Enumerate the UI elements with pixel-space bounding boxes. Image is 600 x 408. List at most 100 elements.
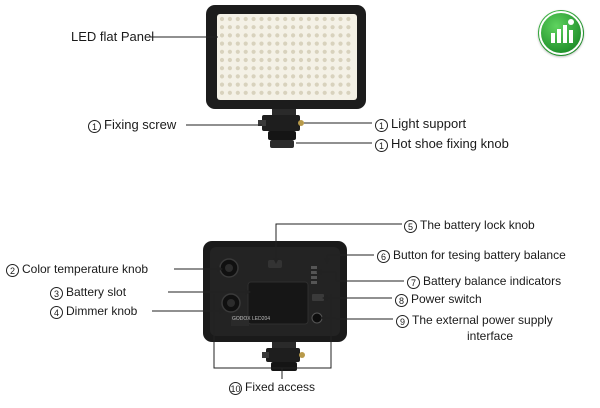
led-dot <box>291 82 296 87</box>
led-dot <box>243 41 248 46</box>
led-panel-front <box>206 5 366 109</box>
led-dot <box>235 74 240 79</box>
label-text: Fixed access <box>245 380 316 394</box>
label-text: Button for tesing battery balance <box>393 248 566 262</box>
led-dot <box>251 33 256 38</box>
led-dot <box>330 41 335 46</box>
led-dot <box>346 49 351 54</box>
led-panel-back <box>203 241 347 342</box>
led-dot <box>314 49 319 54</box>
callout-number: 3 <box>50 287 63 300</box>
led-dot <box>227 82 232 87</box>
led-dot <box>251 25 256 30</box>
led-dot <box>330 49 335 54</box>
led-dot <box>338 33 343 38</box>
led-dot <box>322 25 327 30</box>
led-dot <box>243 90 248 95</box>
label-text: Dimmer knob <box>66 304 138 318</box>
led-dot <box>259 66 264 71</box>
led-dot <box>298 16 304 22</box>
led-dot <box>227 49 232 54</box>
led-dot <box>259 82 264 87</box>
led-dot <box>322 90 327 95</box>
led-dot <box>259 16 264 22</box>
callout-number: 2 <box>6 264 19 277</box>
led-dot <box>338 82 343 87</box>
led-dot <box>298 33 304 38</box>
led-dot <box>219 33 225 38</box>
led-dot <box>291 33 296 38</box>
led-dot <box>243 82 248 87</box>
led-dot <box>219 82 225 87</box>
led-dot <box>227 41 232 46</box>
led-dot <box>346 41 351 46</box>
led-dot <box>267 16 272 22</box>
led-dot <box>314 25 319 30</box>
callout-number: 4 <box>50 306 63 319</box>
led-dot <box>346 82 351 87</box>
led-dot <box>306 33 311 38</box>
led-dot <box>346 25 351 30</box>
led-dot <box>235 90 240 95</box>
led-dot <box>243 25 248 30</box>
device-model: LED204 <box>252 316 271 322</box>
led-dot <box>235 49 240 54</box>
fixed-access-mount <box>262 342 305 371</box>
led-dot <box>219 16 225 22</box>
led-dot <box>251 57 256 63</box>
led-dot <box>235 16 240 22</box>
label-text: Fixing screw <box>104 117 177 132</box>
led-dot <box>267 90 272 95</box>
label-text: Battery slot <box>66 285 127 299</box>
led-dot <box>283 90 288 95</box>
led-dot <box>306 57 311 63</box>
led-dot <box>259 49 264 54</box>
led-dot <box>330 66 335 71</box>
led-dot <box>227 90 232 95</box>
led-dot <box>322 16 327 22</box>
led-dot <box>346 16 351 22</box>
led-dot <box>298 49 304 54</box>
callout-number: 8 <box>395 294 408 307</box>
label-text: Power switch <box>411 292 482 306</box>
led-dot <box>346 66 351 71</box>
led-dot <box>259 57 264 63</box>
led-dot <box>259 33 264 38</box>
led-dot <box>298 90 304 95</box>
led-dot <box>314 90 319 95</box>
led-dot <box>267 33 272 38</box>
led-dot <box>275 25 280 30</box>
led-dot <box>243 57 248 63</box>
led-dot <box>259 25 264 30</box>
led-dot <box>314 74 319 79</box>
led-dot <box>330 33 335 38</box>
led-dot <box>219 66 225 71</box>
led-dot <box>283 57 288 63</box>
led-dot <box>235 25 240 30</box>
led-dot <box>306 49 311 54</box>
led-dot <box>267 49 272 54</box>
led-dot <box>330 25 335 30</box>
led-dot <box>283 82 288 87</box>
led-dot <box>291 25 296 30</box>
led-dot <box>291 16 296 22</box>
led-dot <box>330 57 335 63</box>
led-dot <box>267 25 272 30</box>
led-dot <box>338 49 343 54</box>
led-dot <box>338 90 343 95</box>
led-dot <box>227 57 232 63</box>
led-dot <box>227 25 232 30</box>
led-dot <box>314 41 319 46</box>
led-dot <box>322 49 327 54</box>
led-dot <box>330 16 335 22</box>
led-dot <box>314 16 319 22</box>
label-text: Hot shoe fixing knob <box>391 136 509 151</box>
callout-number: 5 <box>404 220 417 233</box>
led-dot <box>291 41 296 46</box>
